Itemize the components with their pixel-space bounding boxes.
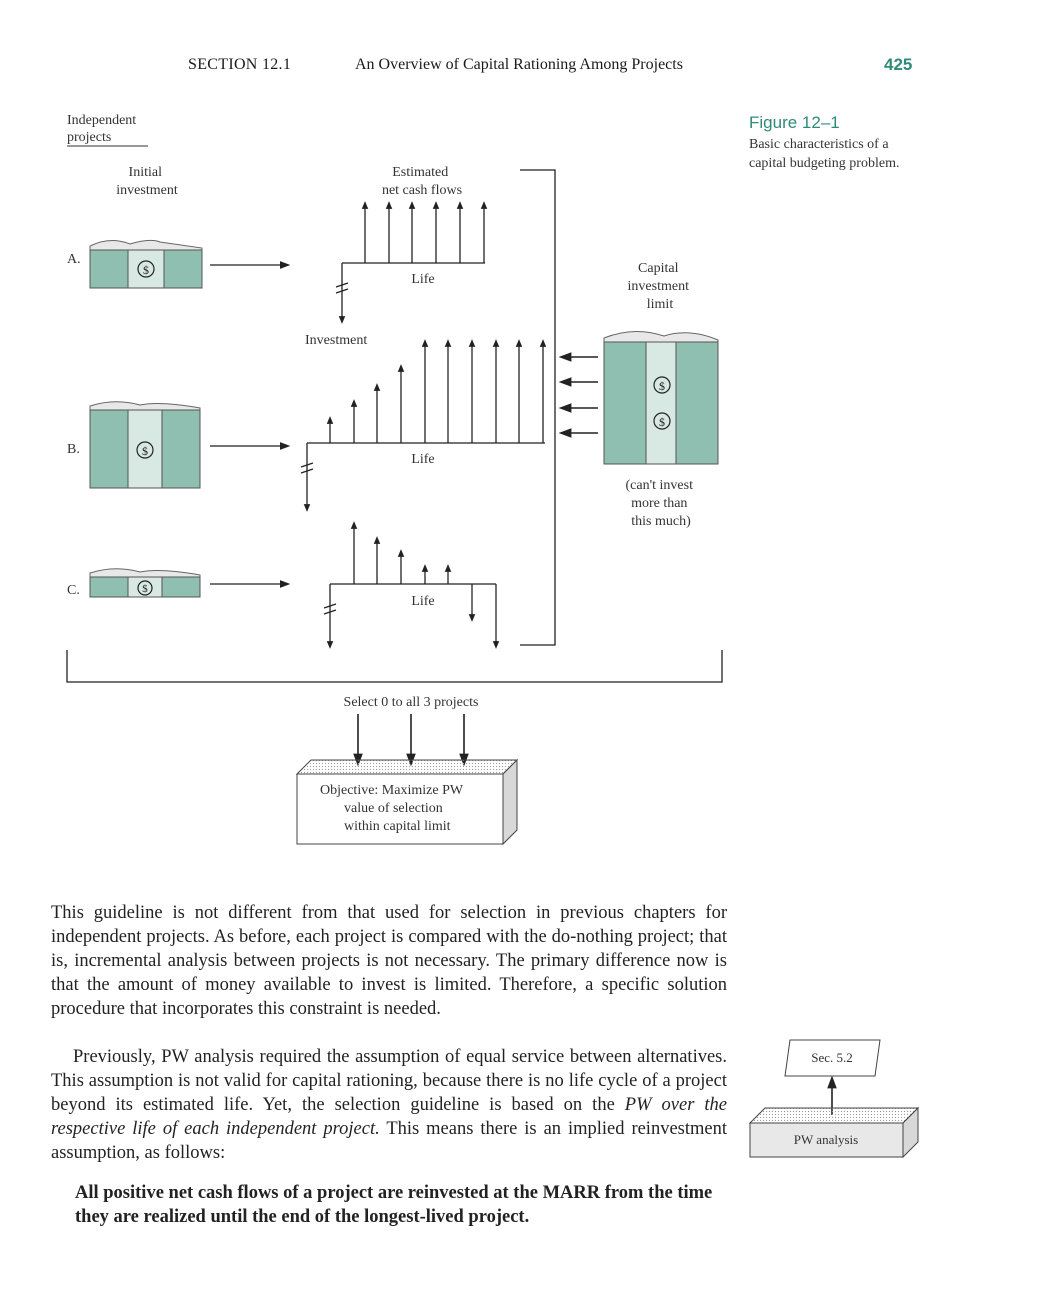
cant-line-2: more than bbox=[631, 496, 687, 511]
money-stack-b-icon: $ bbox=[89, 401, 201, 489]
initial-investment-header: Initial investment bbox=[116, 165, 178, 198]
select-label: Select 0 to all 3 projects bbox=[344, 695, 479, 710]
paragraph-2: Previously, PW analysis required the ass… bbox=[51, 1045, 727, 1165]
reinvestment-assumption: All positive net cash flows of a project… bbox=[75, 1183, 713, 1227]
dollar-symbol-c: $ bbox=[142, 583, 148, 595]
cant-line-1: (can't invest bbox=[626, 478, 694, 493]
objective-line-1: Objective: Maximize PW bbox=[320, 783, 464, 798]
life-label-b: Life bbox=[411, 452, 434, 467]
estimated-cash-flows-header: Estimated net cash flows bbox=[382, 165, 462, 198]
dollar-coin-c bbox=[137, 580, 153, 596]
cash-flow-b bbox=[300, 339, 547, 512]
section-number: SECTION 12.1 bbox=[188, 56, 292, 73]
dollar-symbol-a: $ bbox=[143, 263, 149, 277]
capital-dollar-symbol-1: $ bbox=[659, 379, 665, 393]
cash-flow-a bbox=[335, 201, 488, 324]
estimated-line-2: net cash flows bbox=[382, 183, 462, 198]
cant-invest-label: (can't invest more than this much) bbox=[626, 478, 697, 529]
independent-line-1: Independent bbox=[67, 113, 136, 128]
margin-note-bottom-box bbox=[749, 1122, 904, 1158]
objective-line-2: value of selection bbox=[344, 801, 443, 816]
projects-bracket bbox=[520, 169, 556, 646]
money-stack-c-icon: $ bbox=[89, 568, 201, 598]
capital-dollar-symbol-2: $ bbox=[659, 415, 665, 429]
initial-line-1: Initial bbox=[129, 165, 163, 180]
objective-text: Objective: Maximize PW value of selectio… bbox=[320, 783, 466, 834]
capital-line-3: limit bbox=[647, 297, 674, 312]
dollar-symbol-b: $ bbox=[142, 444, 148, 458]
project-c-letter: C. bbox=[67, 583, 80, 598]
investment-label: Investment bbox=[305, 333, 367, 348]
margin-note-top-box bbox=[784, 1039, 881, 1077]
life-label-a: Life bbox=[411, 272, 434, 287]
select-arrows bbox=[353, 714, 469, 767]
section-title: An Overview of Capital Rationing Among P… bbox=[355, 56, 683, 73]
page-number: 425 bbox=[884, 55, 913, 74]
paragraph-1: This guideline is not different from tha… bbox=[51, 903, 727, 1019]
cant-line-3: this much) bbox=[631, 514, 691, 529]
capital-line-1: Capital bbox=[638, 261, 679, 276]
selection-bracket bbox=[66, 650, 723, 683]
capital-limit-label: Capital investment limit bbox=[628, 261, 693, 312]
independent-line-2: projects bbox=[67, 130, 111, 145]
paragraph-2-end: This means there is an implied reinvestm… bbox=[51, 1119, 727, 1163]
objective-box: Objective: Maximize PW value of selectio… bbox=[295, 758, 519, 846]
independent-projects-label: Independent projects bbox=[67, 113, 140, 145]
margin-note-bottom-text: PW analysis bbox=[794, 1132, 858, 1147]
dollar-coin-a bbox=[137, 260, 155, 278]
figure-caption: Basic characteristics of a capital budge… bbox=[749, 137, 900, 171]
estimated-line-1: Estimated bbox=[392, 165, 448, 180]
capital-line-2: investment bbox=[628, 279, 690, 294]
project-a-letter: A. bbox=[67, 252, 81, 267]
initial-line-2: investment bbox=[116, 183, 178, 198]
figure-label: Figure 12–1 bbox=[749, 113, 840, 132]
paragraph-2-start: Previously, PW analysis required the ass… bbox=[51, 1047, 727, 1115]
capital-money-stack-icon: $ $ bbox=[603, 331, 719, 465]
dollar-coin-b bbox=[136, 441, 154, 459]
money-stack-a-icon: $ bbox=[89, 239, 203, 289]
capital-dollar-coin-1 bbox=[653, 376, 671, 394]
margin-note: Sec. 5.2 PW analysis bbox=[748, 1039, 920, 1159]
capital-dollar-coin-2 bbox=[653, 412, 671, 430]
life-label-c: Life bbox=[411, 594, 434, 609]
margin-note-top-text: Sec. 5.2 bbox=[811, 1050, 853, 1065]
cash-flow-c bbox=[323, 521, 500, 649]
paragraph-2-italic: PW over the respective life of each inde… bbox=[51, 1095, 728, 1139]
project-b-letter: B. bbox=[67, 442, 80, 457]
objective-line-3: within capital limit bbox=[344, 819, 451, 834]
capital-arrows bbox=[558, 352, 598, 438]
